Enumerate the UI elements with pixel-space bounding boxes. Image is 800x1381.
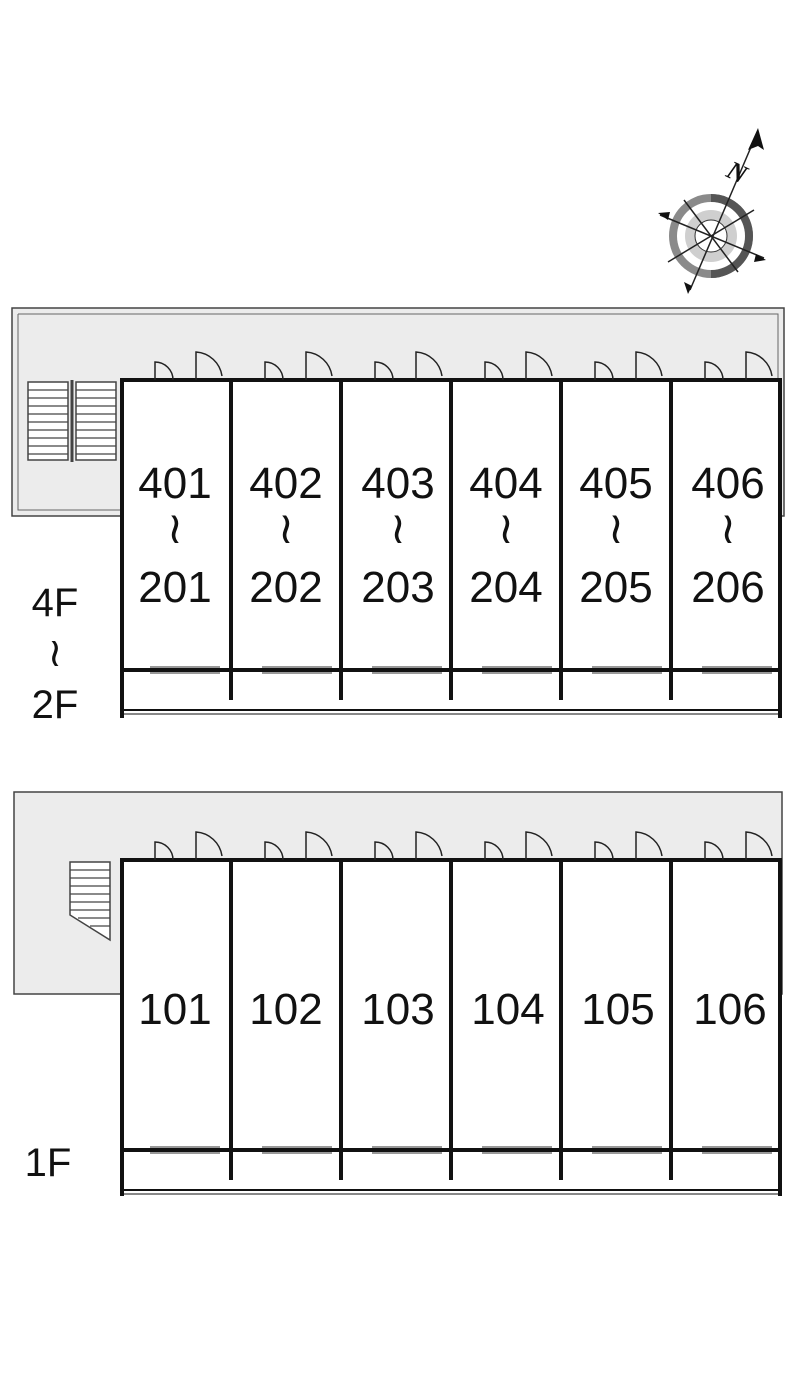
door-icon — [704, 351, 773, 381]
unit-range-separator: ≀ — [498, 504, 515, 553]
door-icon — [484, 831, 553, 861]
floor-label: 1F — [25, 1141, 72, 1185]
unit-number-bottom: 202 — [249, 563, 322, 612]
unit-number-bottom: 203 — [361, 563, 434, 612]
unit-number: 106 — [693, 985, 766, 1034]
unit-number-top: 404 — [469, 459, 542, 508]
unit-number-bottom: 204 — [469, 563, 542, 612]
floor-range-separator: ≀ — [48, 631, 63, 675]
compass-icon: N — [658, 128, 766, 294]
unit-number: 103 — [361, 985, 434, 1034]
unit-number-bottom: 205 — [579, 563, 652, 612]
unit-range-separator: ≀ — [167, 504, 184, 553]
unit-number-top: 401 — [138, 459, 211, 508]
unit-number: 102 — [249, 985, 322, 1034]
unit-number-top: 402 — [249, 459, 322, 508]
door-icon — [484, 351, 553, 381]
unit-range-separator: ≀ — [720, 504, 737, 553]
upper-floor-block: 401 ≀ 201 402 ≀ 202 403 ≀ 203 404 ≀ 204 … — [11, 307, 785, 727]
floor-label-top: 4F — [32, 581, 79, 625]
floor-label-bottom: 2F — [32, 683, 79, 727]
door-icon — [154, 351, 223, 381]
unit-number-top: 403 — [361, 459, 434, 508]
door-icon — [374, 831, 443, 861]
door-icon — [264, 351, 333, 381]
door-icon — [704, 831, 773, 861]
door-icon — [154, 831, 223, 861]
unit-number-bottom: 206 — [691, 563, 764, 612]
lower-floor-block: 101 102 103 104 105 106 1F — [13, 791, 783, 1196]
north-label: N — [721, 155, 752, 190]
unit-number-top: 406 — [691, 459, 764, 508]
door-icon — [374, 351, 443, 381]
unit-number-top: 405 — [579, 459, 652, 508]
door-icon — [264, 831, 333, 861]
unit-number-bottom: 201 — [138, 563, 211, 612]
unit-range-separator: ≀ — [608, 504, 625, 553]
unit-range-separator: ≀ — [390, 504, 407, 553]
door-icon — [594, 831, 663, 861]
unit-number: 105 — [581, 985, 654, 1034]
unit-range-separator: ≀ — [278, 504, 295, 553]
door-icon — [594, 351, 663, 381]
unit-number: 104 — [471, 985, 544, 1034]
stairs-icon — [27, 380, 117, 462]
unit-number: 101 — [138, 985, 211, 1034]
stairs-icon — [69, 861, 111, 942]
